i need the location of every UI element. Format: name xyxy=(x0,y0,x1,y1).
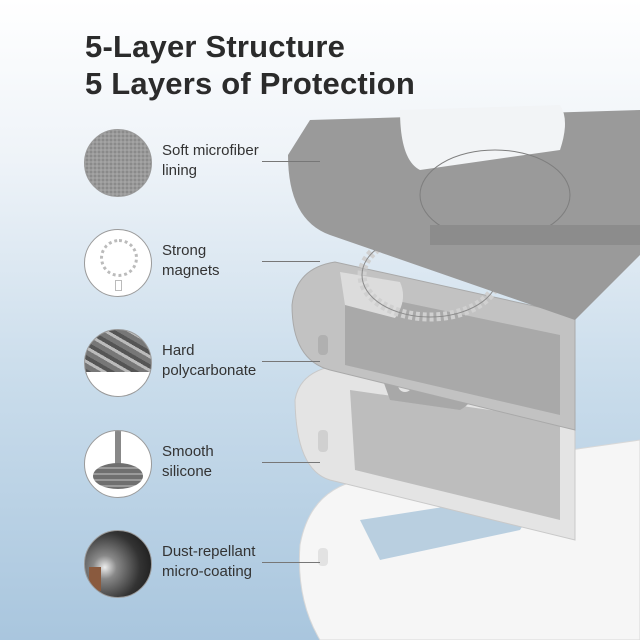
pointer-line xyxy=(262,562,320,563)
pointer-line xyxy=(262,462,320,463)
page-title: 5-Layer Structure 5 Layers of Protection xyxy=(85,28,415,102)
magnet-ring-icon xyxy=(84,229,152,297)
pointer-line xyxy=(262,161,320,162)
polycarbonate-pellets-icon xyxy=(84,329,152,397)
pointer-line xyxy=(262,361,320,362)
microfiber-texture-icon xyxy=(84,129,152,197)
feature-label: lining xyxy=(162,162,198,179)
feature-label: Soft microfiber xyxy=(162,142,259,159)
feature-label: Smooth xyxy=(162,443,214,460)
feature-magnets: Strong magnets xyxy=(84,229,324,299)
case-layer-microfiber xyxy=(288,105,640,320)
feature-polycarbonate: Hard polycarbonate xyxy=(84,329,324,399)
spray-icon xyxy=(84,530,152,598)
feature-label: Dust-repellant xyxy=(162,543,256,560)
feature-microfiber: Soft microfiber lining xyxy=(84,129,324,199)
title-line-2: 5 Layers of Protection xyxy=(85,66,415,101)
feature-label: polycarbonate xyxy=(162,362,257,379)
feature-label: Hard xyxy=(162,342,195,359)
feature-label: Strong xyxy=(162,242,207,259)
feature-label: silicone xyxy=(162,463,213,480)
silicone-swirl-icon xyxy=(84,430,152,498)
feature-label: magnets xyxy=(162,262,220,279)
feature-label: micro-coating xyxy=(162,563,253,580)
feature-coating: Dust-repellant micro-coating xyxy=(84,530,324,600)
case-layer-polycarbonate xyxy=(291,261,576,431)
title-line-1: 5-Layer Structure xyxy=(85,29,346,64)
pointer-line xyxy=(262,261,320,262)
feature-silicone: Smooth silicone xyxy=(84,430,324,500)
